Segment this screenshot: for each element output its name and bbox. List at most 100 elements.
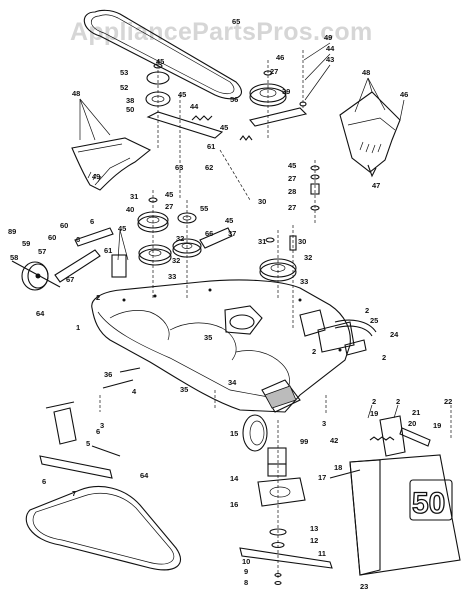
callout-67: 67 — [66, 275, 74, 284]
callout-32-c: 32 — [304, 253, 312, 262]
blade-spindle-assembly — [242, 414, 306, 580]
lift-linkage-left — [39, 401, 121, 479]
idler-pulley-assembly-upper — [145, 60, 224, 200]
callout-59: 59 — [22, 239, 30, 248]
center-pulley-stack — [137, 190, 233, 300]
callout-15: 15 — [230, 429, 238, 438]
callout-32-b: 32 — [172, 256, 180, 265]
callout-7: 7 — [72, 489, 76, 498]
callout-47: 47 — [372, 181, 380, 190]
callout-6-c: 6 — [96, 427, 100, 436]
callout-36: 36 — [104, 370, 112, 379]
callout-6-b: 6 — [76, 235, 80, 244]
callout-19: 19 — [370, 409, 378, 418]
callout-13: 13 — [310, 524, 318, 533]
blade-drive-belt — [25, 486, 182, 571]
callout-42: 42 — [330, 436, 338, 445]
callout-9: 9 — [244, 567, 248, 576]
callout-48: 48 — [72, 89, 80, 98]
callout-62: 62 — [205, 163, 213, 172]
callout-56: 56 — [230, 95, 238, 104]
callout-22: 22 — [444, 397, 452, 406]
callout-60: 60 — [60, 221, 68, 230]
callout-39: 39 — [282, 87, 290, 96]
callout-10: 10 — [242, 557, 250, 566]
callout-23: 23 — [360, 582, 368, 591]
callout-12: 12 — [310, 536, 318, 545]
callout-60-b: 60 — [48, 233, 56, 242]
callout-46: 46 — [276, 53, 284, 62]
callout-labels: 65 46 49 44 43 45 53 27 52 39 38 45 44 5… — [8, 17, 452, 591]
callout-19-b: 19 — [433, 421, 441, 430]
callout-57: 57 — [38, 247, 46, 256]
callout-37: 37 — [228, 229, 236, 238]
callout-61: 61 — [207, 142, 215, 151]
callout-99: 99 — [300, 437, 308, 446]
callout-50: 50 — [126, 105, 134, 114]
callout-64: 64 — [36, 309, 45, 318]
callout-46-b: 46 — [400, 90, 408, 99]
callout-27-d: 27 — [288, 203, 296, 212]
callout-25: 25 — [370, 316, 378, 325]
callout-34: 34 — [228, 378, 237, 387]
callout-31-b: 31 — [258, 237, 266, 246]
callout-5: 5 — [86, 439, 90, 448]
callout-65: 65 — [232, 17, 240, 26]
callout-2-e: 2 — [372, 397, 376, 406]
callout-27-b: 27 — [288, 174, 296, 183]
callout-4: 4 — [132, 387, 137, 396]
callout-40: 40 — [126, 205, 134, 214]
spacer-stack-right — [310, 160, 320, 225]
callout-38: 38 — [126, 96, 134, 105]
callout-53: 53 — [120, 68, 128, 77]
callout-45-f: 45 — [225, 216, 233, 225]
callout-55: 55 — [200, 204, 208, 213]
callout-31: 31 — [130, 192, 138, 201]
callout-44-b: 44 — [190, 102, 199, 111]
callout-33-b: 33 — [300, 277, 308, 286]
callout-45-c: 45 — [220, 123, 228, 132]
callout-61-b: 61 — [104, 246, 112, 255]
callout-45: 45 — [156, 57, 164, 66]
belt-guard-left — [71, 137, 152, 191]
callout-6: 6 — [90, 217, 94, 226]
callout-45-b: 45 — [178, 90, 186, 99]
callout-2: 2 — [96, 293, 100, 302]
upper-drive-belt — [83, 9, 242, 100]
belt-guard-right — [339, 91, 401, 178]
idler-pulley-right-upper — [219, 50, 308, 201]
gauge-wheel-left — [11, 227, 127, 291]
callout-16: 16 — [230, 500, 238, 509]
callout-6-d: 6 — [42, 477, 46, 486]
callout-14: 14 — [230, 474, 239, 483]
callout-44: 44 — [326, 44, 335, 53]
callout-63: 63 — [175, 163, 183, 172]
callout-2-d: 2 — [382, 353, 386, 362]
callout-3-b: 3 — [322, 419, 326, 428]
chute-deck-size-label: 50 — [412, 487, 445, 520]
callout-64-b: 64 — [140, 471, 149, 480]
leader-lines — [79, 42, 405, 419]
rear-bracket-right — [334, 319, 377, 356]
right-spindle-pulley — [259, 225, 297, 330]
callout-49-b: 49 — [92, 172, 100, 181]
callout-35-b: 35 — [180, 385, 188, 394]
callout-33: 33 — [168, 272, 176, 281]
spring-and-bracket-right — [369, 405, 452, 457]
discharge-chute — [329, 454, 461, 576]
callout-2-b: 2 — [365, 306, 369, 315]
callout-89: 89 — [8, 227, 16, 236]
callout-30: 30 — [258, 197, 266, 206]
callout-24: 24 — [390, 330, 399, 339]
callout-3: 3 — [100, 421, 104, 430]
callout-43: 43 — [326, 55, 334, 64]
mower-deck-housing — [91, 279, 355, 413]
callout-32: 32 — [176, 234, 184, 243]
callout-58: 58 — [10, 253, 18, 262]
callout-52: 52 — [120, 83, 128, 92]
callout-8: 8 — [244, 578, 248, 587]
callout-27-c: 27 — [165, 202, 173, 211]
callout-45-g: 45 — [118, 224, 126, 233]
callout-1: 1 — [76, 323, 80, 332]
